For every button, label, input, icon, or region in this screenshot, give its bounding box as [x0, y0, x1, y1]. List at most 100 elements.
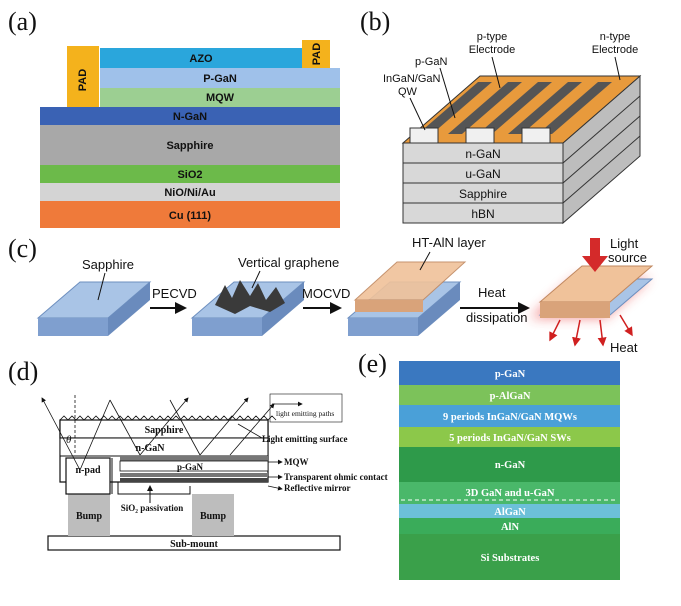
c-light: Light	[610, 236, 639, 251]
e-layer-pgan-label: p-GaN	[495, 369, 526, 380]
ridge-1	[418, 82, 492, 134]
c-mocvd: MOCVD	[302, 286, 350, 301]
slab3-front	[348, 318, 418, 336]
pad-left	[67, 46, 99, 112]
n-pad	[65, 457, 111, 495]
slab3-side	[418, 282, 460, 336]
slab1-side	[108, 282, 150, 336]
pad-right	[302, 40, 330, 68]
callout-pgan: p-GaN	[415, 56, 447, 68]
front-bump-2	[465, 127, 495, 144]
e-layer-mqws-label: 9 periods InGaN/GaN MQWs	[443, 412, 577, 423]
c-htaln-line	[419, 251, 431, 271]
panel-b-label: (b)	[360, 7, 390, 36]
layer-cu	[40, 201, 340, 228]
c-pecvd: PECVD	[152, 286, 197, 301]
e-layer-mqws	[399, 405, 620, 427]
callout-ptype-2: Electrode	[469, 44, 515, 56]
side-line-2	[562, 115, 641, 184]
d-sio2: SiO₂ passivation	[121, 503, 183, 513]
c-sapphire-line	[97, 272, 106, 301]
e-layer-palgan	[399, 385, 620, 405]
block-sapphire-label: Sapphire	[459, 187, 507, 201]
layer-nio	[40, 183, 340, 201]
ray-2	[79, 399, 111, 471]
e-layer-aln-label: AlN	[501, 522, 520, 533]
layer-mqw-label: MQW	[206, 92, 235, 104]
textured-surface	[59, 415, 277, 421]
ray-5	[169, 399, 201, 456]
heat-arrow-4	[619, 314, 633, 337]
c-heat: Heat	[478, 285, 506, 300]
ridge-3	[478, 82, 552, 134]
layer-ngan	[40, 107, 340, 125]
callout-qw-line	[409, 97, 426, 131]
panel-b: (b) n-GaN u-GaN Sapphire hBN p-GaN InGaN…	[360, 7, 642, 225]
layer-nio-label: NiO/Ni/Au	[164, 187, 215, 199]
e-layer-ngan-label: n-GaN	[495, 460, 526, 471]
e-layer-algan-label: AlGaN	[494, 507, 526, 518]
legend-box	[269, 393, 343, 423]
d-legend: light emitting paths	[276, 409, 334, 418]
d-surface: Light emitting surface	[262, 434, 348, 444]
pad-left-label: PAD	[77, 69, 89, 91]
side-line-3	[562, 135, 641, 204]
slab2-side	[262, 282, 304, 336]
ray-6	[199, 397, 249, 456]
d-ngan: n-GaN	[136, 443, 166, 454]
d-pgan: p-GaN	[177, 462, 204, 472]
d-npad: n-pad	[75, 465, 100, 476]
layer-ngan-label: N-GaN	[173, 111, 207, 123]
d-mqw: MQW	[284, 457, 309, 467]
front-bump-1	[409, 127, 439, 144]
panel-a: (a) PAD PAD AZO P-GaN MQW N-GaN Sapphire…	[8, 7, 340, 228]
layer-pgan	[100, 68, 340, 88]
panel-c: (c) Sapphire PECVD Vertical graphene MOC…	[8, 234, 654, 355]
layer-azo	[100, 48, 302, 68]
e-layer-sws-label: 5 periods InGaN/GaN SWs	[449, 433, 571, 444]
e-layer-sws	[399, 427, 620, 447]
panel-e: (e) p-GaN p-AlGaN 9 periods InGaN/GaN MQ…	[358, 349, 620, 580]
c-graphene: Vertical graphene	[238, 255, 339, 270]
block-ngan-label: n-GaN	[465, 147, 500, 161]
d-passivation-outline	[111, 458, 191, 495]
d-mqw-layer	[120, 456, 268, 461]
callout-ntype-2: Electrode	[592, 44, 638, 56]
front-bump-3	[521, 127, 551, 144]
d-sapphire: Sapphire	[145, 425, 184, 436]
d-mirror: Reflective mirror	[284, 483, 351, 493]
d-theta: θ	[66, 434, 72, 446]
layer-sio2-label: SiO2	[177, 169, 202, 181]
slab4-front	[540, 302, 610, 318]
d-mirror-arrow	[267, 485, 283, 491]
heat-arrow-3	[597, 319, 607, 347]
d-ohmic: Transparent ohmic contact	[284, 472, 388, 482]
layer-sapphire	[40, 125, 340, 165]
e-layer-si	[399, 534, 620, 580]
panel-d-label: (d)	[8, 357, 38, 386]
callout-ptype-1: p-type	[477, 31, 508, 43]
heat-arrow-2	[572, 319, 581, 347]
side-line-1	[562, 95, 641, 164]
ray-7	[229, 403, 275, 456]
block-ugan-label: u-GaN	[465, 167, 500, 181]
callout-ntype-1: n-type	[600, 31, 631, 43]
layer-mqw	[100, 88, 340, 107]
block-hbn-label: hBN	[471, 207, 494, 221]
layer-sapphire-label: Sapphire	[166, 140, 213, 152]
ridge-5	[538, 82, 612, 134]
heat-arrow-1	[549, 319, 561, 342]
callout-ptype-line	[491, 56, 501, 89]
slab2-front	[192, 318, 262, 336]
ray-3	[109, 399, 141, 456]
aln-layer-front	[355, 300, 423, 312]
e-layer-pgan	[399, 361, 620, 385]
e-layer-palgan-label: p-AlGaN	[490, 391, 531, 402]
e-layer-algan	[399, 504, 620, 518]
c-heat2: Heat	[610, 340, 638, 355]
ridge-2	[448, 82, 522, 134]
vertical-graphene	[215, 280, 285, 314]
ridge-4	[508, 82, 582, 134]
bump-right	[192, 494, 234, 536]
